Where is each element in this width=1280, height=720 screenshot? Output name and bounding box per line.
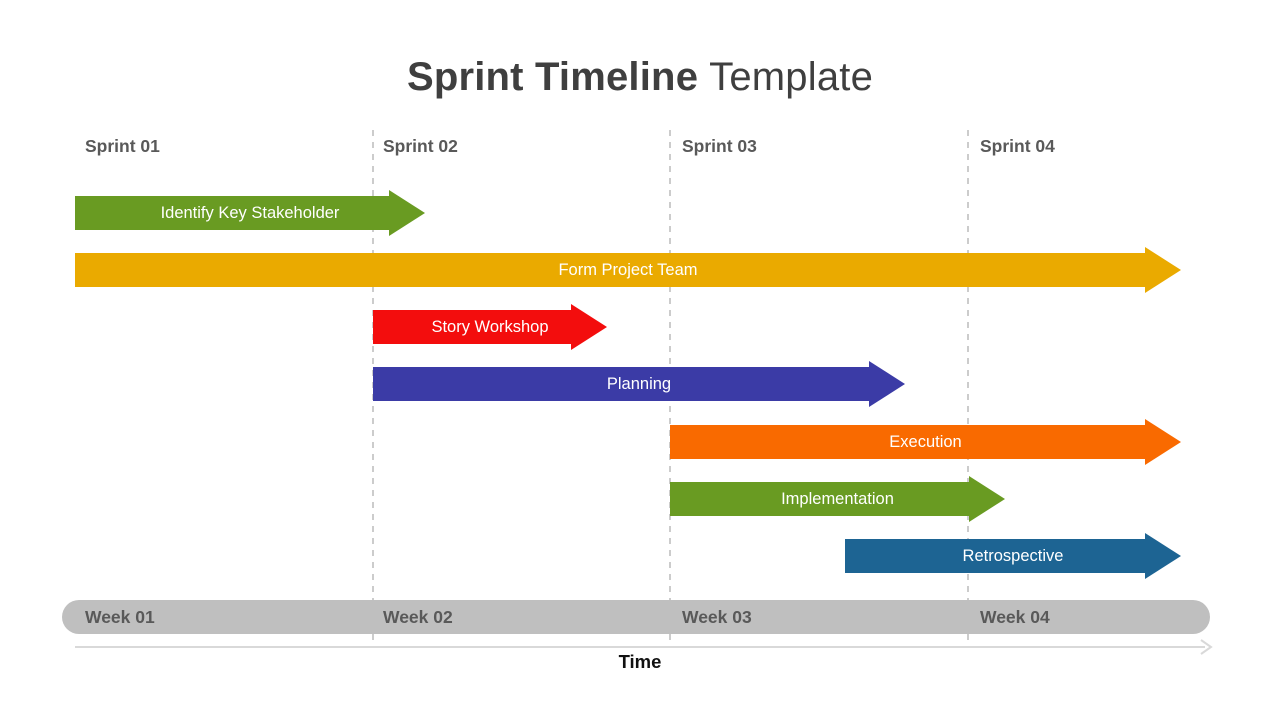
task-arrow-head-icon <box>389 189 425 236</box>
week-label: Week 02 <box>383 607 453 627</box>
task-arrow-head-icon <box>869 361 905 408</box>
task-bar <box>670 482 969 516</box>
task-arrow-head-icon <box>969 476 1005 522</box>
sprint-header-label: Sprint 04 <box>980 136 1055 156</box>
time-axis-label: Time <box>618 651 662 672</box>
sprint-gridline <box>967 130 969 648</box>
task-arrow-head-icon <box>1145 533 1181 580</box>
sprint-header-label: Sprint 02 <box>383 136 458 156</box>
task-bar <box>373 367 869 402</box>
task-bar <box>75 252 1145 287</box>
task-bar-label: Identify Key Stakeholder <box>160 203 340 222</box>
task-arrow-head-icon <box>1145 246 1181 293</box>
task-bar <box>373 310 571 345</box>
week-bar <box>62 600 1210 634</box>
title-regular-text: Template <box>709 55 874 99</box>
task-arrow-head-icon <box>1145 418 1181 465</box>
task-bar-label: Retrospective <box>962 547 1064 566</box>
task-bar-label: Story Workshop <box>431 318 549 337</box>
week-label: Week 03 <box>682 607 752 627</box>
title-bold-text: Sprint Timeline <box>406 55 699 99</box>
task-bar-label: Execution <box>889 432 962 451</box>
sprint-header-label: Sprint 01 <box>85 136 160 156</box>
time-axis-arrow-icon <box>1200 639 1213 655</box>
week-label: Week 04 <box>980 607 1050 627</box>
task-bar-label: Implementation <box>781 490 894 508</box>
task-bar <box>845 539 1145 574</box>
task-bar-label: Form Project Team <box>558 260 698 279</box>
sprint-header-label: Sprint 03 <box>682 136 757 156</box>
time-axis-line <box>75 646 1205 648</box>
task-bar <box>75 195 389 230</box>
task-arrow-head-icon <box>571 304 607 351</box>
task-bar-label: Planning <box>606 375 672 394</box>
task-bar <box>670 424 1145 459</box>
week-label: Week 01 <box>85 607 155 627</box>
